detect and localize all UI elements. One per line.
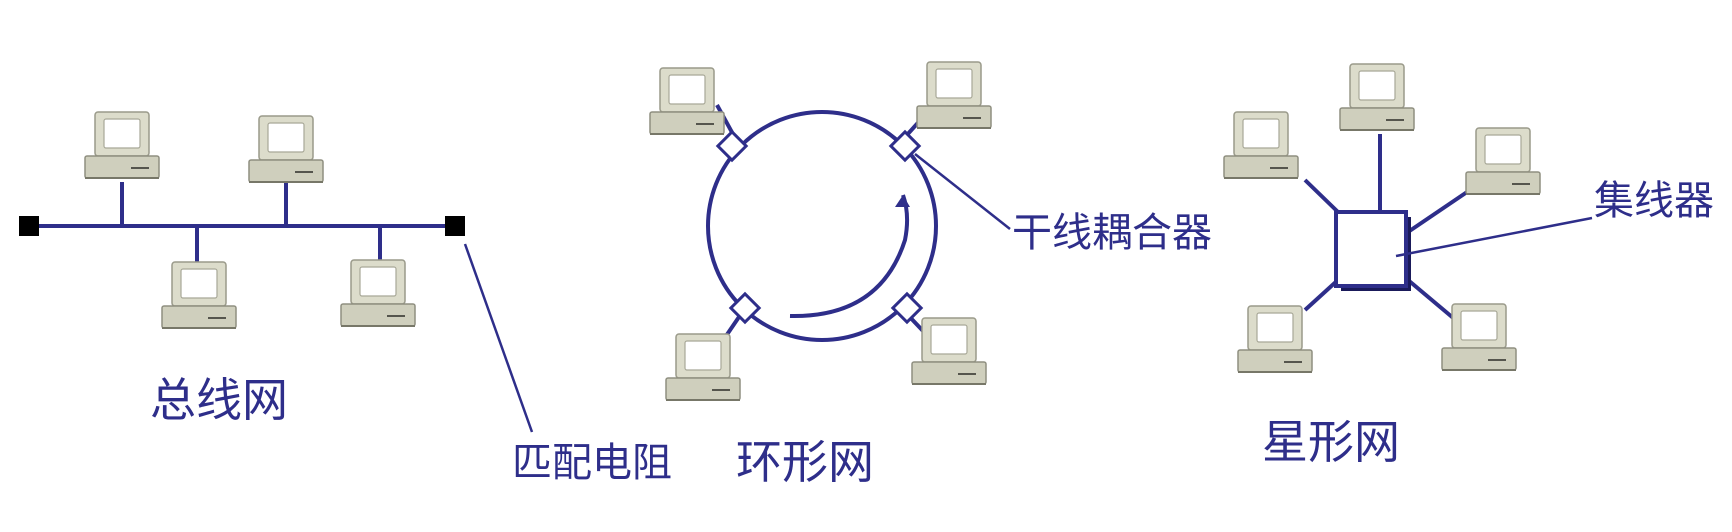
star-link-lower-left <box>1303 278 1340 312</box>
ring-coupler-1 <box>715 129 749 163</box>
bus-computer-1 <box>84 111 160 179</box>
ring-cable <box>706 110 938 342</box>
ring-coupler-3 <box>728 291 762 325</box>
ring-computer-4 <box>911 317 987 385</box>
star-link-upper-left <box>1303 178 1340 214</box>
bus-computer-3 <box>161 261 237 329</box>
ring-computer-3 <box>665 333 741 401</box>
star-computer-top <box>1339 63 1415 131</box>
ring-coupler-2 <box>888 129 922 163</box>
ring-arrowhead <box>895 195 910 207</box>
ring-coupler-4 <box>890 291 924 325</box>
star-link-lower-right <box>1406 278 1460 324</box>
star-link-upper-right <box>1406 188 1472 234</box>
terminator-pointer <box>463 243 534 433</box>
ring-direction-arrow <box>789 194 910 319</box>
hub-label: 集线器 <box>1594 178 1714 224</box>
hub-pointer <box>1395 216 1593 258</box>
hub-box <box>1334 210 1408 288</box>
star-network-label: 星形网 <box>1262 415 1400 469</box>
star-topology: 星形网 集线器 <box>1223 63 1714 469</box>
terminator-left <box>19 216 39 236</box>
star-computer-upper-left <box>1223 111 1299 179</box>
bus-topology: 总线网 匹配电阻 <box>19 111 672 486</box>
bus-network-label: 总线网 <box>150 373 288 427</box>
coupler-pointer <box>914 153 1011 230</box>
star-computer-upper-right <box>1465 127 1541 195</box>
star-computer-lower-right <box>1441 303 1517 371</box>
bus-computer-2 <box>248 115 324 183</box>
ring-network-label: 环形网 <box>736 435 874 489</box>
star-computer-lower-left <box>1237 305 1313 373</box>
ring-computer-1 <box>649 67 725 135</box>
bus-computer-4 <box>340 259 416 327</box>
ring-topology: 环形网 干线耦合器 <box>649 61 1212 489</box>
coupler-label: 干线耦合器 <box>1012 210 1212 256</box>
terminator-right <box>445 216 465 236</box>
ring-computer-2 <box>916 61 992 129</box>
terminator-label: 匹配电阻 <box>512 440 672 486</box>
